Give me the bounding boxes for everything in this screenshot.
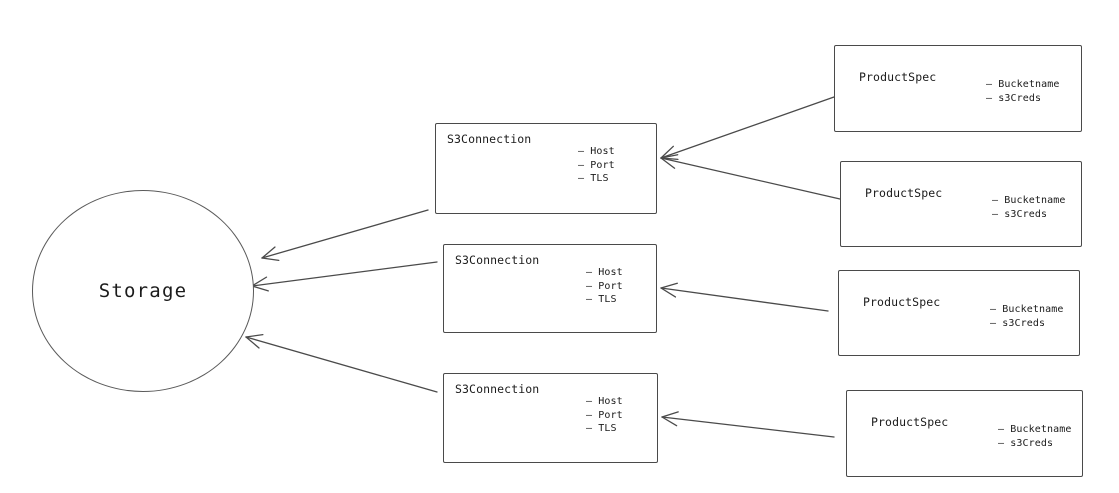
edge-product-spec-1-to-s3-connection-1 xyxy=(660,96,835,161)
product-spec-attribute-list: – Bucketname – s3Creds xyxy=(986,78,1059,105)
product-spec-box[interactable]: ProductSpec – Bucketname – s3Creds xyxy=(846,390,1083,477)
s3-connection-attribute: – TLS xyxy=(578,173,609,184)
edge-product-spec-2-to-s3-connection-1 xyxy=(660,154,841,200)
product-spec-title: ProductSpec xyxy=(871,415,949,429)
edge-product-spec-3-to-s3-connection-2 xyxy=(660,282,829,312)
product-spec-box[interactable]: ProductSpec – Bucketname – s3Creds xyxy=(838,270,1080,356)
product-spec-attribute: – s3Creds xyxy=(992,208,1048,220)
s3-connection-attribute: – Port xyxy=(586,280,623,292)
product-spec-box[interactable]: ProductSpec – Bucketname – s3Creds xyxy=(840,161,1082,247)
s3-connection-title: S3Connection xyxy=(447,132,532,146)
s3-connection-attribute-list: – Host – Port – TLS xyxy=(586,395,623,436)
product-spec-attribute: – s3Creds xyxy=(998,437,1054,449)
edge-s3-connection-3-to-storage xyxy=(245,333,438,393)
product-spec-attribute: – Bucketname xyxy=(986,79,1060,90)
product-spec-attribute-list: – Bucketname – s3Creds xyxy=(992,194,1065,221)
product-spec-attribute: – Bucketname xyxy=(998,424,1072,435)
s3-connection-attribute: – Host xyxy=(586,267,623,278)
product-spec-box[interactable]: ProductSpec – Bucketname – s3Creds xyxy=(834,45,1082,132)
s3-connection-attribute: – Host xyxy=(586,396,623,407)
product-spec-attribute-list: – Bucketname – s3Creds xyxy=(998,423,1071,450)
s3-connection-attribute-list: – Host – Port – TLS xyxy=(586,266,623,307)
s3-connection-title: S3Connection xyxy=(455,253,540,267)
product-spec-attribute: – s3Creds xyxy=(986,92,1042,104)
edge-product-spec-4-to-s3-connection-3 xyxy=(661,411,835,438)
product-spec-title: ProductSpec xyxy=(863,295,941,309)
product-spec-attribute: – Bucketname xyxy=(990,304,1064,315)
s3-connection-attribute: – TLS xyxy=(586,423,617,434)
s3-connection-attribute: – TLS xyxy=(586,294,617,305)
product-spec-title: ProductSpec xyxy=(859,70,937,84)
product-spec-attribute: – Bucketname xyxy=(992,195,1066,206)
s3-connection-box[interactable]: S3Connection – Host – Port – TLS xyxy=(443,244,657,333)
s3-connection-attribute-list: – Host – Port – TLS xyxy=(578,145,615,186)
storage-label: Storage xyxy=(98,280,188,302)
s3-connection-attribute: – Host xyxy=(578,146,615,157)
product-spec-attribute-list: – Bucketname – s3Creds xyxy=(990,303,1063,330)
s3-connection-attribute: – Port xyxy=(578,159,615,171)
edge-s3-connection-2-to-storage xyxy=(251,261,438,292)
s3-connection-title: S3Connection xyxy=(455,382,540,396)
s3-connection-box[interactable]: S3Connection – Host – Port – TLS xyxy=(443,373,658,463)
storage-circle-node[interactable]: Storage xyxy=(32,190,254,392)
s3-connection-box[interactable]: S3Connection – Host – Port – TLS xyxy=(435,123,657,214)
edge-s3-connection-1-to-storage xyxy=(261,209,429,261)
product-spec-title: ProductSpec xyxy=(865,186,943,200)
s3-connection-attribute: – Port xyxy=(586,409,623,421)
product-spec-attribute: – s3Creds xyxy=(990,317,1046,329)
